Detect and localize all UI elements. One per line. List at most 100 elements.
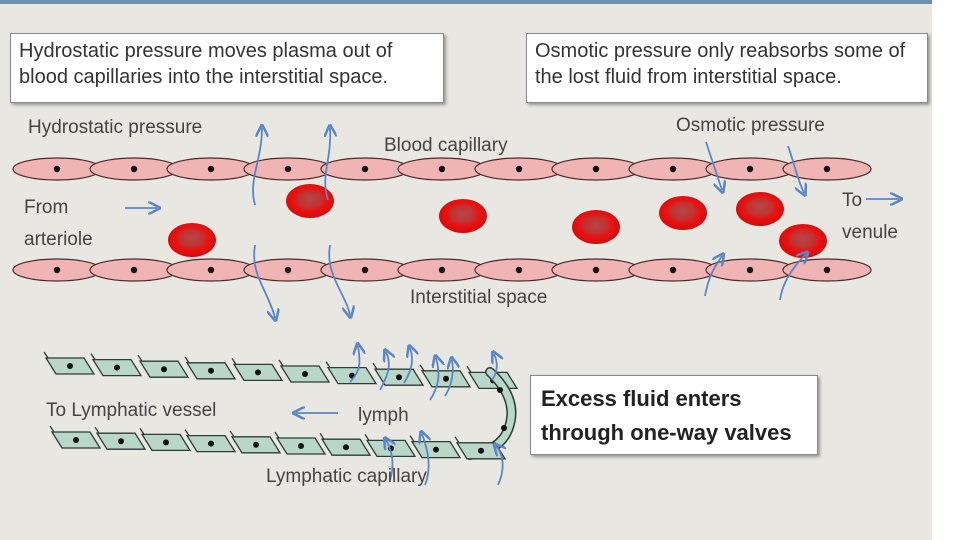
cell-nucleus: [443, 375, 449, 382]
lymph-cell-flap: [454, 436, 460, 444]
red-blood-cell: [439, 199, 487, 233]
red-blood-cell: [659, 196, 707, 230]
lymph-cell-flap: [231, 358, 237, 365]
arteriole-label: arteriole: [24, 229, 93, 250]
lymph-cell-flap: [364, 434, 370, 441]
lower-capillary-wall: [12, 258, 872, 282]
flow-arrow: [496, 446, 503, 486]
cell-nucleus: [669, 266, 677, 274]
header-rule: [0, 0, 932, 4]
flow-arrow: [705, 141, 722, 190]
cell-nucleus: [823, 165, 831, 173]
cell-nucleus: [823, 266, 831, 274]
cell-nucleus: [284, 266, 292, 274]
red-blood-cell: [572, 210, 620, 244]
cell-nucleus: [114, 364, 120, 371]
lymph-cell-flap: [319, 432, 325, 440]
valves-note-box: Excess fluid enters through one-way valv…: [530, 375, 818, 455]
hydrostatic-pressure-label: Hydrostatic pressure: [28, 117, 203, 138]
cell-nucleus: [130, 165, 138, 173]
from-label: From: [24, 197, 69, 218]
cell-nucleus: [515, 266, 523, 274]
cell-nucleus: [438, 165, 446, 173]
cell-nucleus: [396, 374, 402, 381]
flow-arrow: [779, 254, 806, 301]
osmotic-pressure-label: Osmotic pressure: [676, 115, 825, 136]
cell-nucleus: [208, 440, 214, 447]
lymph-cell-flap: [325, 361, 331, 368]
cell-nucleus: [73, 437, 79, 443]
lymph-cell-flap: [90, 353, 96, 360]
red-blood-cell: [736, 192, 784, 226]
lymph-cell-flap: [94, 426, 100, 434]
flow-arrow: [349, 346, 360, 383]
cell-nucleus: [497, 387, 503, 393]
lymph-cell-flap: [229, 430, 235, 438]
cell-nucleus: [53, 266, 61, 274]
flow-arrow: [325, 128, 330, 201]
cell-nucleus: [302, 371, 308, 377]
hydrostatic-note-text: Hydrostatic pressure moves plasma out of…: [19, 40, 393, 88]
osmotic-note-text: Osmotic pressure only reabsorbs some of …: [535, 40, 906, 88]
cell-nucleus: [478, 447, 484, 454]
flow-arrow: [492, 354, 497, 381]
lymph-cell-flap: [278, 359, 284, 367]
cell-nucleus: [255, 369, 261, 376]
cell-nucleus: [208, 367, 214, 374]
lymph-cell-flap: [49, 425, 55, 433]
lymph-cell-flap: [274, 431, 280, 439]
upper-capillary-wall: [12, 157, 872, 181]
cell-nucleus: [501, 425, 507, 431]
cell-nucleus: [53, 165, 61, 173]
cell-nucleus: [67, 363, 73, 369]
flow-arrow: [429, 358, 438, 401]
cell-nucleus: [284, 165, 292, 173]
flow-arrow: [253, 244, 275, 318]
capillary-illustration: [12, 0, 932, 486]
cell-nucleus: [433, 446, 439, 453]
cell-nucleus: [163, 439, 169, 446]
lymph-cell-flap: [466, 366, 472, 373]
cell-nucleus: [161, 366, 167, 373]
hydrostatic-note-box: Hydrostatic pressure moves plasma out of…: [10, 33, 444, 103]
cell-nucleus: [207, 266, 215, 274]
flow-arrow: [328, 244, 350, 315]
lymph-cell-flap: [372, 362, 378, 370]
flow-arrow: [422, 434, 429, 486]
cell-nucleus: [438, 266, 446, 274]
flow-arrow: [252, 128, 262, 206]
lymph-cell-flap: [43, 351, 49, 359]
red-blood-cell: [168, 223, 216, 257]
cell-nucleus: [515, 165, 523, 173]
cell-nucleus: [130, 266, 138, 274]
cell-nucleus: [669, 165, 677, 173]
lymph-cell-flap: [409, 435, 415, 442]
flow-arrow: [704, 256, 722, 297]
cell-nucleus: [746, 266, 754, 274]
lymphatic-wall-upper: [43, 351, 519, 460]
interstitial-space-label: Interstitial space: [410, 287, 548, 308]
cell-nucleus: [592, 266, 600, 274]
osmotic-note-box: Osmotic pressure only reabsorbs some of …: [526, 33, 928, 103]
lymph-cell-flap: [137, 354, 143, 362]
red-blood-cell: [779, 224, 827, 258]
red-blood-cell: [286, 184, 334, 218]
lymph-cell-flap: [184, 356, 190, 364]
lymphatic-wall-lower: [49, 425, 507, 460]
valves-note-text: Excess fluid enters through one-way valv…: [541, 386, 792, 445]
to-label: To: [842, 190, 863, 211]
cell-nucleus: [207, 165, 215, 173]
cell-nucleus: [361, 266, 369, 274]
red-blood-cells: [168, 184, 827, 258]
flow-arrow: [379, 352, 389, 391]
cell-nucleus: [361, 165, 369, 173]
cell-nucleus: [118, 438, 124, 445]
lymph-label: lymph: [358, 405, 409, 426]
lymph-cell-flap: [184, 429, 190, 436]
lymph-cell-flap: [139, 428, 145, 435]
blood-capillary-label: Blood capillary: [384, 135, 508, 156]
cell-nucleus: [343, 444, 349, 451]
to-lymphatic-vessel-label: To Lymphatic vessel: [46, 400, 217, 421]
lymph-cell-flap: [419, 364, 425, 372]
flow-arrow: [444, 360, 453, 397]
